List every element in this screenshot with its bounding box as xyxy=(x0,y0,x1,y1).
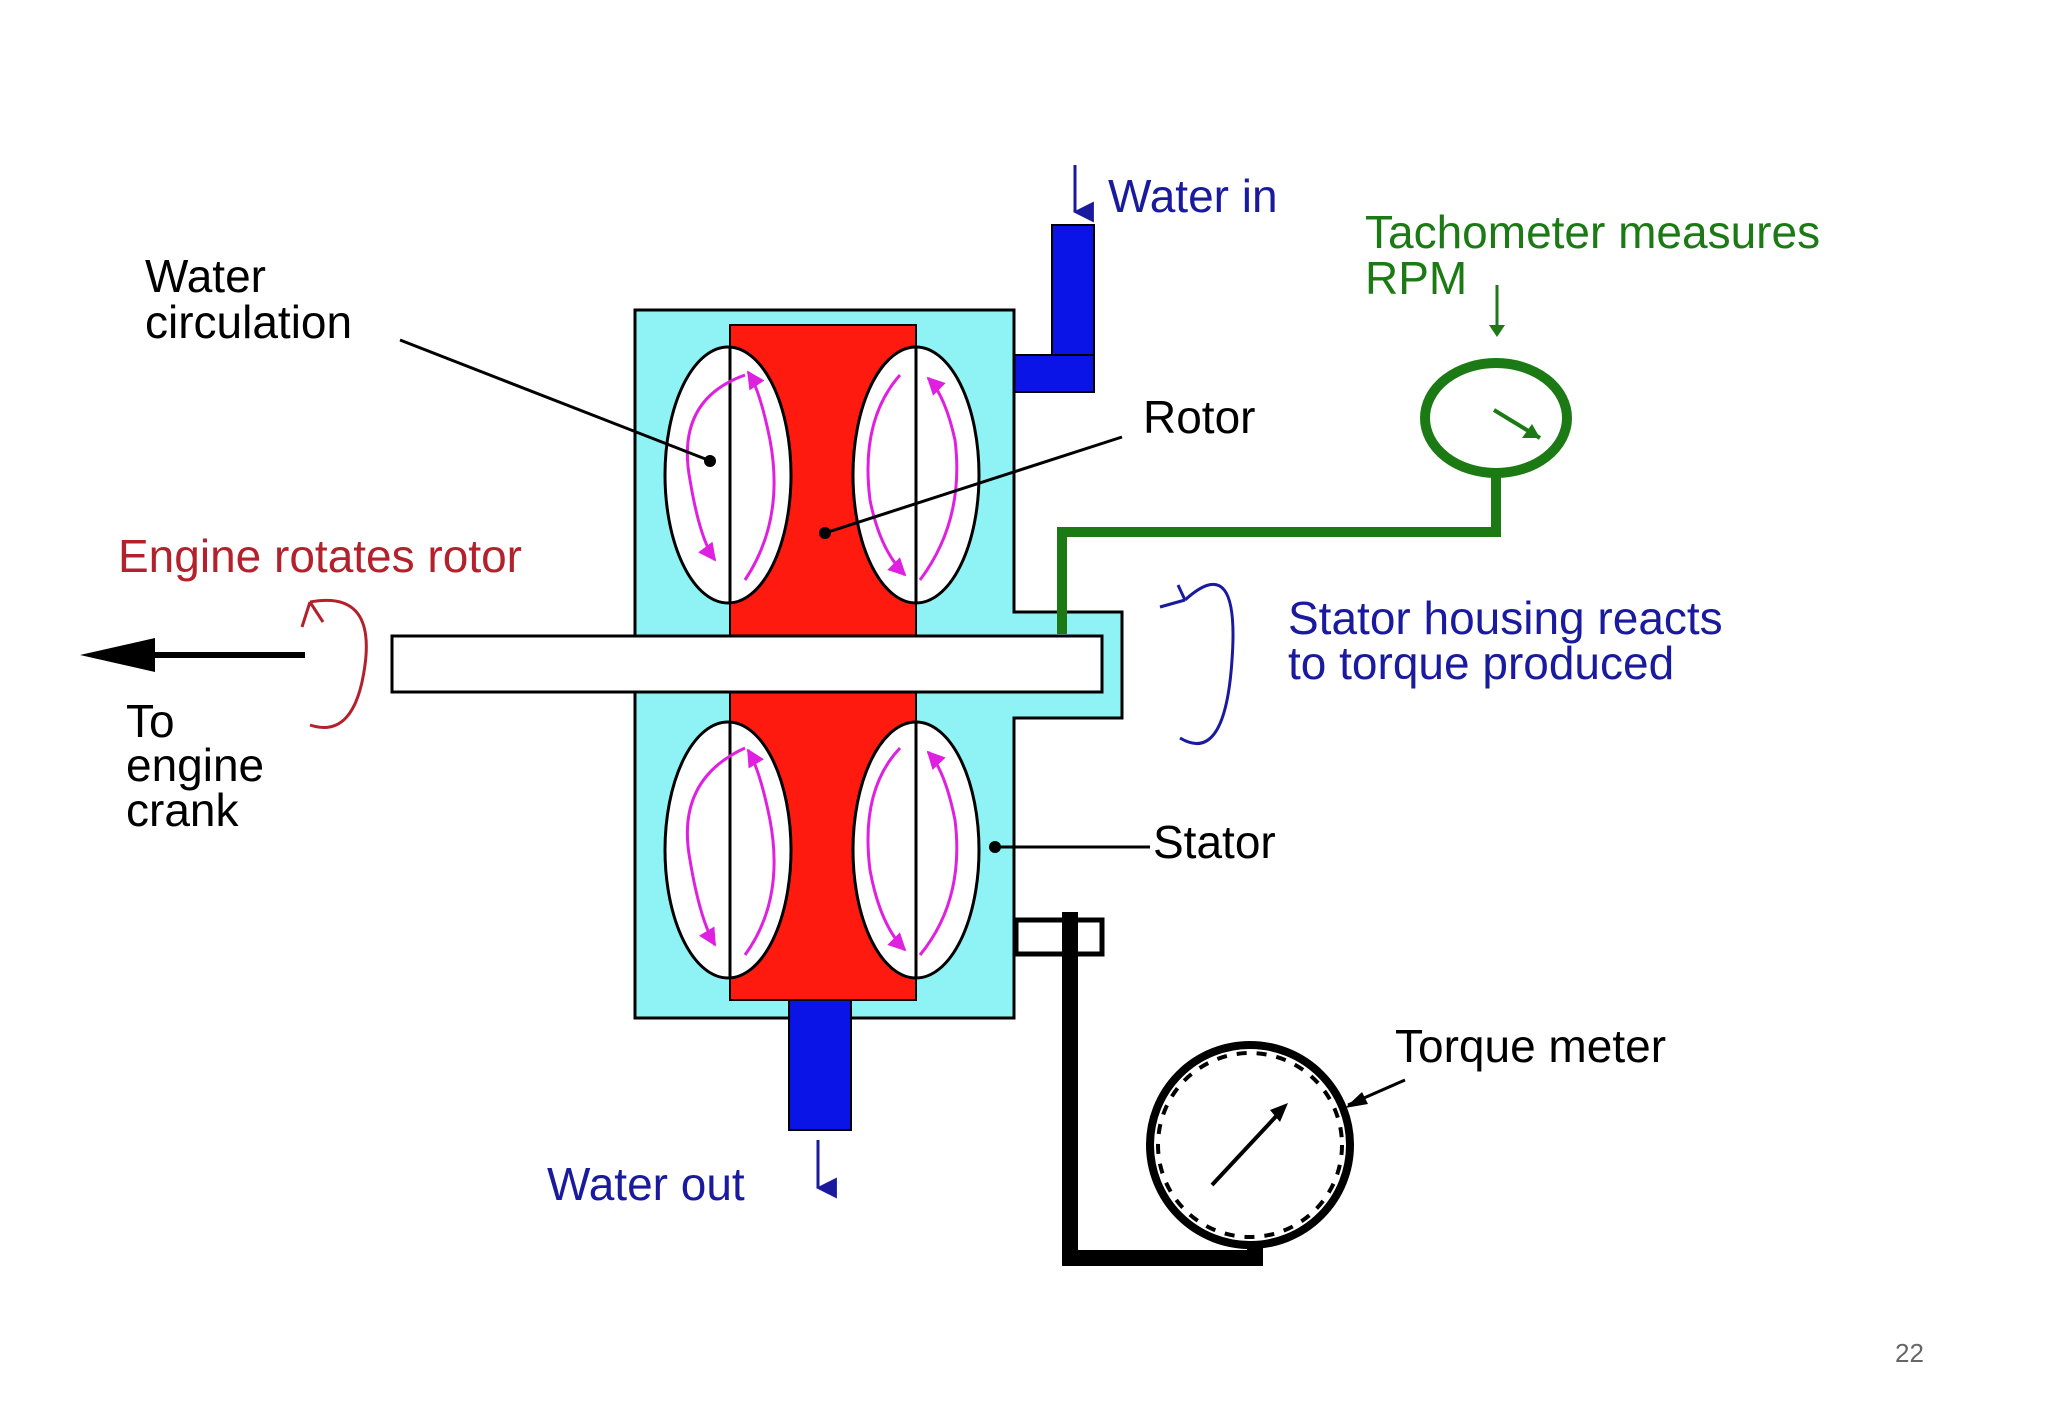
to-engine-label-line1: To xyxy=(126,695,175,747)
stator-label: Stator xyxy=(1153,816,1276,868)
water-circulation-label-line2: circulation xyxy=(145,296,352,348)
stator-reacts-label-line1: Stator housing reacts xyxy=(1288,592,1723,644)
torque-meter-gauge xyxy=(1146,1041,1354,1249)
to-engine-arrow xyxy=(80,638,305,672)
to-engine-label-line2: engine xyxy=(126,739,264,791)
engine-rotates-rotor-label: Engine rotates rotor xyxy=(118,530,522,582)
tachometer-label-arrowhead xyxy=(1489,325,1505,337)
water-circulation-label-line1: Water xyxy=(145,250,266,302)
rotor-label: Rotor xyxy=(1143,391,1255,443)
water-in-label: Water in xyxy=(1108,170,1278,222)
torque-meter-label: Torque meter xyxy=(1395,1020,1666,1072)
stator-reacts-label-line2: to torque produced xyxy=(1288,637,1674,689)
shaft xyxy=(390,634,1104,694)
tachometer-label-line1: Tachometer measures xyxy=(1365,206,1820,258)
page-number: 22 xyxy=(1895,1338,1924,1368)
tachometer-gauge xyxy=(1420,358,1572,478)
engine-rotation-arrow xyxy=(300,598,368,729)
circulation-flow-arrows xyxy=(685,370,959,956)
water-out-pipe xyxy=(788,999,852,1131)
tachometer-connection xyxy=(1057,470,1501,634)
tachometer-label-line2: RPM xyxy=(1365,252,1467,304)
stator-reaction-arrow xyxy=(1159,582,1235,745)
leader-dots xyxy=(704,455,1368,1108)
water-out-label: Water out xyxy=(547,1158,745,1210)
to-engine-label-line3: crank xyxy=(126,784,239,836)
circulation-cell-lower-left xyxy=(663,720,793,980)
circulation-cell-upper-left xyxy=(663,345,793,605)
